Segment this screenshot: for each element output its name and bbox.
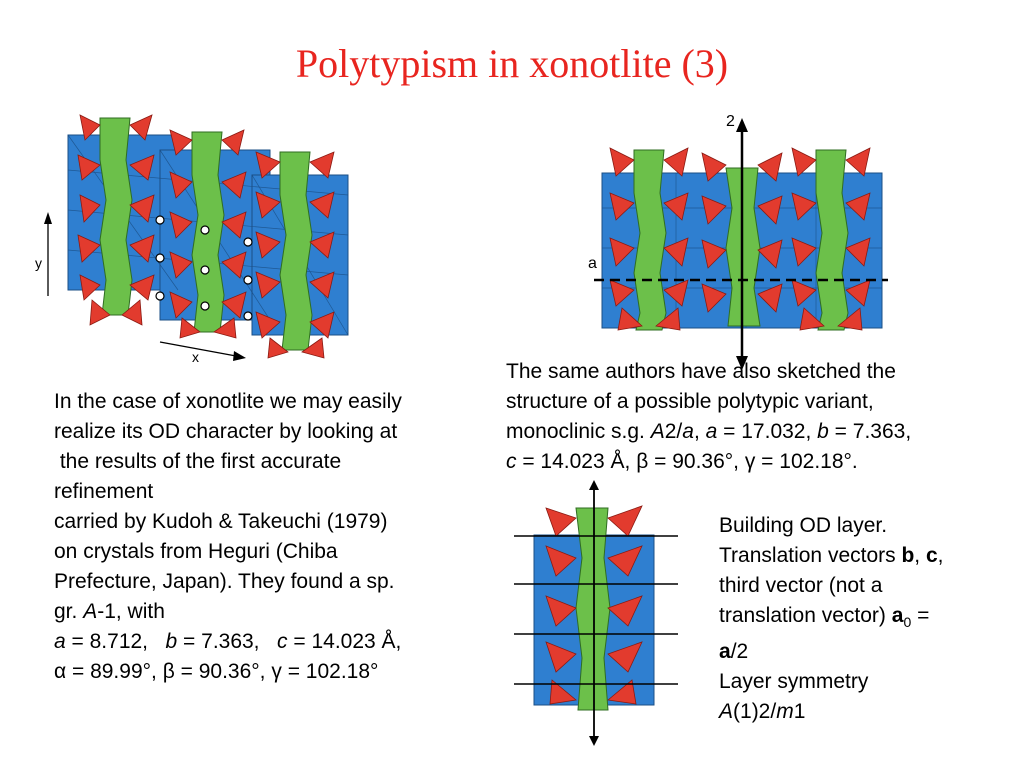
od-layer-description: Building OD layer. Translation vectors b… bbox=[719, 511, 944, 727]
tetrahedra-2 bbox=[609, 147, 871, 331]
y-axis-label: y bbox=[35, 255, 42, 271]
polytypic-variant-figure: 2 a bbox=[588, 113, 888, 370]
tetrahedra-col-3 bbox=[255, 151, 335, 359]
left-text-line-1: In the case of xonotlite we may easily bbox=[54, 390, 402, 413]
left-text-line-4: refinement bbox=[54, 480, 154, 503]
od-layer-silicate-chain bbox=[575, 507, 611, 711]
glide-plane-label: a bbox=[588, 255, 597, 272]
right-text-line-3: monoclinic s.g. A2/a, a = 17.032, b = 7.… bbox=[506, 420, 912, 443]
slide-title: Polytypism in xonotlite (3) bbox=[295, 41, 729, 86]
right-text-line-1: The same authors have also sketched the bbox=[506, 360, 896, 383]
left-text-line-6: on crystals from Heguri (Chiba bbox=[54, 540, 338, 563]
od-text-line-7: A(1)2/m1 bbox=[719, 700, 806, 724]
od-text-line-3: third vector (not a bbox=[719, 574, 883, 597]
x-axis-label: x bbox=[192, 349, 199, 365]
od-layer-lines bbox=[514, 535, 678, 685]
right-description-text: The same authors have also sketched the … bbox=[506, 357, 911, 477]
tetrahedra-col-2 bbox=[169, 129, 247, 339]
left-text-line-7: Prefecture, Japan). They found a sp. bbox=[54, 570, 395, 593]
od-text-line-5: a/2 bbox=[719, 640, 749, 664]
left-text-line-9: a = 8.712, b = 7.363, c = 14.023 Å, bbox=[54, 630, 402, 653]
twofold-axis-label: 2 bbox=[726, 113, 735, 130]
twofold-axis-arrow bbox=[736, 118, 748, 370]
od-layer-tetrahedra bbox=[545, 505, 643, 705]
od-text-line-6: Layer symmetry bbox=[719, 670, 869, 694]
calcium-atoms bbox=[155, 215, 253, 321]
left-text-line-8: gr. A-1, with bbox=[54, 600, 165, 623]
left-description-text: In the case of xonotlite we may easily r… bbox=[54, 387, 402, 687]
x-axis-arrow bbox=[159, 341, 246, 361]
tetrahedra-col-1 bbox=[77, 114, 155, 326]
y-axis-arrow bbox=[44, 212, 52, 296]
left-text-line-3: the results of the first accurate bbox=[54, 450, 342, 473]
od-text-line-4: translation vector) a0 = bbox=[719, 604, 930, 631]
left-text-line-5: carried by Kudoh & Takeuchi (1979) bbox=[54, 510, 388, 533]
xonotlite-structure-figure: y x bbox=[35, 114, 349, 365]
od-text-line-1: Building OD layer. bbox=[719, 514, 888, 537]
od-layer-vertical-arrow bbox=[589, 480, 599, 746]
od-text-line-2: Translation vectors b, c, bbox=[719, 544, 944, 567]
right-text-line-2: structure of a possible polytypic varian… bbox=[506, 390, 874, 413]
right-text-line-4: c = 14.023 Å, β = 90.36°, γ = 102.18°. bbox=[506, 450, 858, 473]
left-text-line-2: realize its OD character by looking at bbox=[54, 420, 398, 443]
left-text-line-10: α = 89.99°, β = 90.36°, γ = 102.18° bbox=[54, 660, 379, 683]
od-layer-figure bbox=[514, 480, 678, 746]
